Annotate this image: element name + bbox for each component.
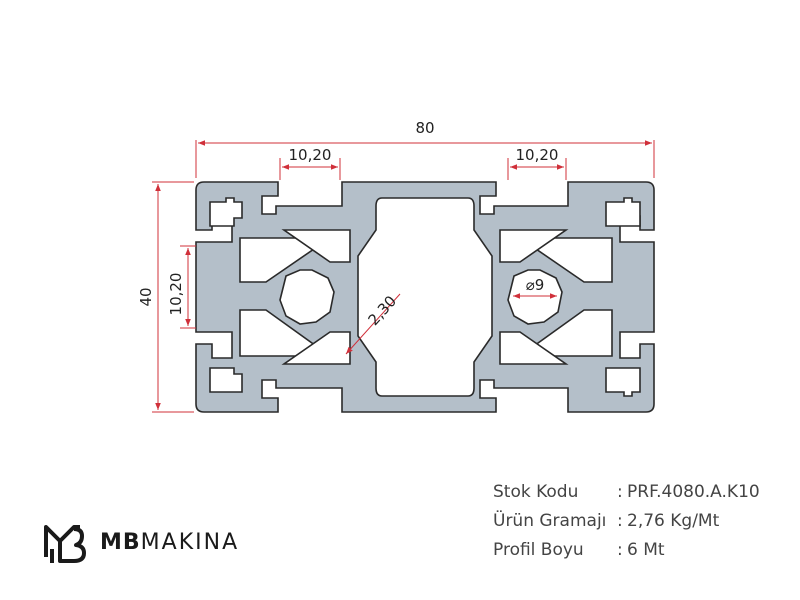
mb-logo-icon xyxy=(44,525,86,563)
aluminium-profile xyxy=(195,181,655,413)
brand-name-bold: MB xyxy=(100,529,141,555)
spec-value: PRF.4080.A.K10 xyxy=(627,482,760,502)
spec-separator: : xyxy=(617,482,623,502)
brand-name: MBMAKINA xyxy=(100,530,239,555)
spec-separator: : xyxy=(617,511,623,531)
dimension-slot-left-label: 10,20 xyxy=(167,273,185,316)
brand-logo: MBMAKINA xyxy=(40,518,239,566)
dimension-width-label: 80 xyxy=(415,119,434,137)
spec-label: Profil Boyu xyxy=(493,540,584,560)
dimension-slot-top-right xyxy=(507,158,567,180)
dimension-wall-thickness-label: 2,30 xyxy=(364,292,400,329)
dimension-slot-top-left-label: 10,20 xyxy=(289,146,332,164)
spec-row-weight: Ürün Gramajı : 2,76 Kg/Mt xyxy=(493,507,760,536)
product-specs: Stok Kodu : PRF.4080.A.K10 Ürün Gramajı … xyxy=(493,478,760,565)
spec-row-stock-code: Stok Kodu : PRF.4080.A.K10 xyxy=(493,478,760,507)
profile-drawing: 80 10,20 10,20 40 10,20 2,30 ⌀9 xyxy=(137,119,655,413)
dimension-width xyxy=(195,140,655,178)
dimension-wall-thickness xyxy=(345,293,401,355)
dimension-slot-left xyxy=(180,245,196,329)
dimension-height xyxy=(152,181,194,413)
dimension-diameter-label: ⌀9 xyxy=(526,276,545,294)
spec-label: Stok Kodu xyxy=(493,482,579,502)
dimension-height-label: 40 xyxy=(137,287,155,306)
dimension-slot-top-left xyxy=(279,158,341,180)
spec-separator: : xyxy=(617,540,623,560)
spec-row-length: Profil Boyu : 6 Mt xyxy=(493,536,760,565)
brand-name-light: MAKINA xyxy=(140,529,240,555)
dimension-slot-top-right-label: 10,20 xyxy=(516,146,559,164)
spec-label: Ürün Gramajı xyxy=(493,511,607,531)
spec-value: 6 Mt xyxy=(627,540,665,560)
spec-value: 2,76 Kg/Mt xyxy=(627,511,720,531)
